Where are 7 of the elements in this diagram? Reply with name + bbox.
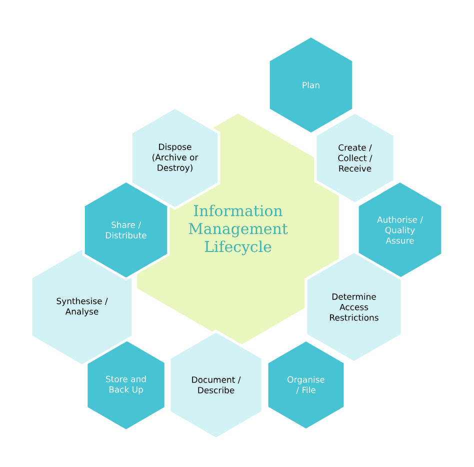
step-hexagon: Authorise / Quality Assure bbox=[356, 180, 444, 280]
step-hexagon: Synthesise / Analyse bbox=[30, 246, 134, 368]
step-hexagon: Share / Distribute bbox=[82, 180, 170, 280]
step-hexagon: Plan bbox=[267, 34, 355, 136]
step-hexagon: Determine Access Restrictions bbox=[304, 250, 404, 364]
step-hexagon: Document / Describe bbox=[168, 330, 264, 440]
step-hexagon: Organise / File bbox=[266, 338, 346, 432]
